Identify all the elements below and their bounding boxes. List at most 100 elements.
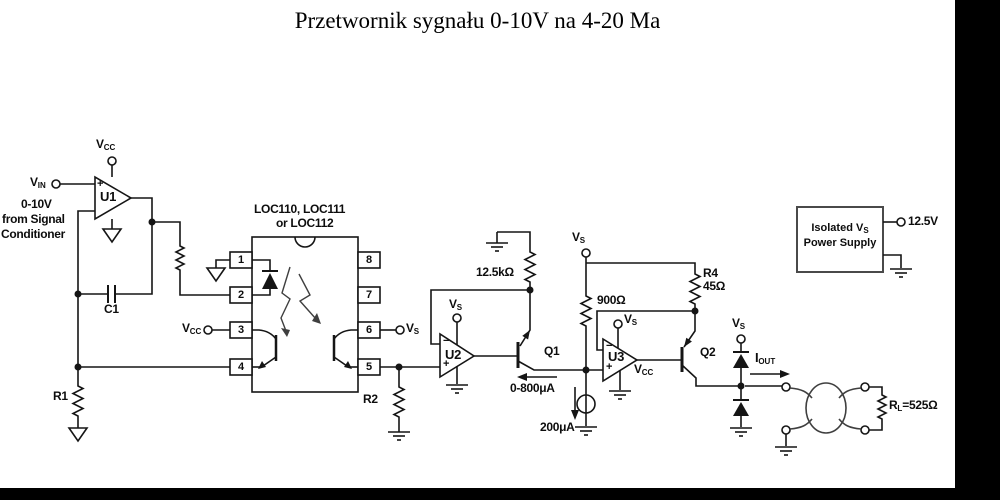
resistor-r4 [586, 262, 702, 311]
vin-terminal [51, 179, 61, 189]
light-emission-arrows [280, 266, 321, 337]
r4-label: R4 [703, 266, 718, 280]
vs-label-pin6: VS [406, 321, 420, 336]
pin-8: 8 [365, 254, 373, 266]
phototransistor-left [252, 329, 278, 369]
c1-label: C1 [104, 302, 119, 316]
input-opamp-stage [51, 156, 230, 443]
input-desc-3: Conditioner [1, 227, 66, 241]
r2-label: R2 [363, 392, 378, 406]
ground-triangle-r1 [67, 427, 89, 443]
resistor-rl [869, 386, 888, 431]
vs-terminal-900 [581, 248, 591, 258]
r-900-label: 900Ω [597, 293, 626, 307]
current-range-arrow [517, 373, 557, 381]
ic-notch [294, 236, 316, 248]
opamp-u3 [602, 337, 639, 383]
vcc-label-u3-out: VCC [634, 362, 654, 377]
u1-label: U1 [100, 189, 117, 204]
resistor-12k5 [497, 231, 537, 290]
optocoupler-name-1: LOC110, LOC111 [254, 202, 346, 216]
u3-feedback-wire [596, 310, 695, 351]
u2-label: U2 [445, 347, 462, 362]
optocoupler-loc110 [203, 236, 440, 441]
clamp-diode-top [733, 334, 749, 386]
u3-label: U3 [608, 349, 625, 364]
inverting-input-rail [77, 210, 95, 367]
r4-value-label: 45Ω [703, 279, 726, 293]
led [252, 259, 278, 296]
current-range-label: 0-800μA [510, 381, 555, 395]
junction-dots [74, 218, 745, 390]
page-title: Przetwornik sygnału 0-10V na 4-20 Ma [294, 8, 661, 33]
rl-label: RL=525Ω [889, 398, 938, 413]
optocoupler-name-2: or LOC112 [276, 216, 334, 230]
u1-plus-sign: + [97, 178, 104, 190]
vs-terminal-u3 [613, 319, 623, 329]
black-border-right [955, 0, 1000, 500]
r1-label: R1 [53, 389, 68, 403]
u2-minus-sign: − [443, 335, 450, 347]
vcc-terminal-pin3 [203, 325, 213, 335]
ground-bars-psu [890, 268, 912, 278]
vs-label-u3: VS [624, 312, 638, 327]
r-12k5-label: 12.5kΩ [476, 265, 514, 279]
transistor-q2 [680, 311, 741, 387]
current-source-200ua [571, 370, 597, 436]
psu-label: Isolated VS Power Supply [803, 222, 877, 249]
capacitor-c1 [78, 285, 116, 303]
pin-4: 4 [237, 361, 245, 373]
u2-plus-sign: + [443, 358, 450, 370]
ground-triangle-u1 [101, 228, 123, 244]
pin-2: 2 [237, 289, 245, 301]
pin-3: 3 [237, 324, 245, 336]
transistor-q1 [474, 290, 603, 371]
u2-feedback-wire [430, 289, 530, 345]
input-desc-1: 0-10V [21, 197, 52, 211]
resistor-900 [579, 257, 593, 370]
pin-6: 6 [365, 324, 373, 336]
line-coupling [775, 382, 888, 456]
input-desc-2: from Signal [2, 212, 65, 226]
u1-output-feedback-wire [115, 197, 153, 295]
pin-7: 7 [365, 289, 373, 301]
vcc-label-u1: VCC [96, 137, 116, 152]
phototransistor-right [332, 329, 358, 369]
ground-triangle-pin1 [205, 267, 227, 283]
vs-label-diode: VS [732, 316, 746, 331]
pin-boxes [229, 251, 381, 376]
resistor-r2 [392, 367, 406, 432]
vs-label-900: VS [572, 230, 586, 245]
ground-bars-12k5 [486, 242, 508, 252]
psu-voltage-label: 12.5V [908, 214, 938, 228]
vs-label-u2: VS [449, 297, 463, 312]
vs-terminal-pin6 [395, 325, 405, 335]
psu-output-terminal [896, 217, 906, 227]
ground-bars-line [775, 446, 797, 456]
pin-1: 1 [237, 254, 245, 266]
psu-box [796, 206, 884, 273]
q1-label: Q1 [544, 344, 560, 358]
u3-plus-sign: + [606, 361, 613, 373]
clamp-diode-bottom [730, 386, 752, 437]
vcc-label-pin3: VCC [182, 321, 202, 336]
output-current-stage [579, 248, 790, 437]
resistor-r1 [71, 367, 85, 428]
vcc-terminal-u1 [107, 156, 117, 166]
ground-bars-u3 [609, 390, 631, 400]
isolated-power-supply [796, 206, 912, 278]
servo-amp-stage [430, 231, 603, 436]
resistor-to-pin2 [152, 221, 230, 296]
ground-bars-r2 [388, 431, 410, 441]
iout-label: IOUT [755, 350, 776, 366]
iout-arrow [750, 370, 790, 378]
black-border-bottom [0, 488, 1000, 500]
pin-5: 5 [365, 361, 373, 373]
ground-bars-u2 [446, 384, 468, 394]
opamp-u1 [94, 175, 133, 221]
vin-label: VIN [30, 175, 46, 190]
q2-label: Q2 [700, 345, 716, 359]
vs-terminal-u2 [452, 313, 462, 323]
